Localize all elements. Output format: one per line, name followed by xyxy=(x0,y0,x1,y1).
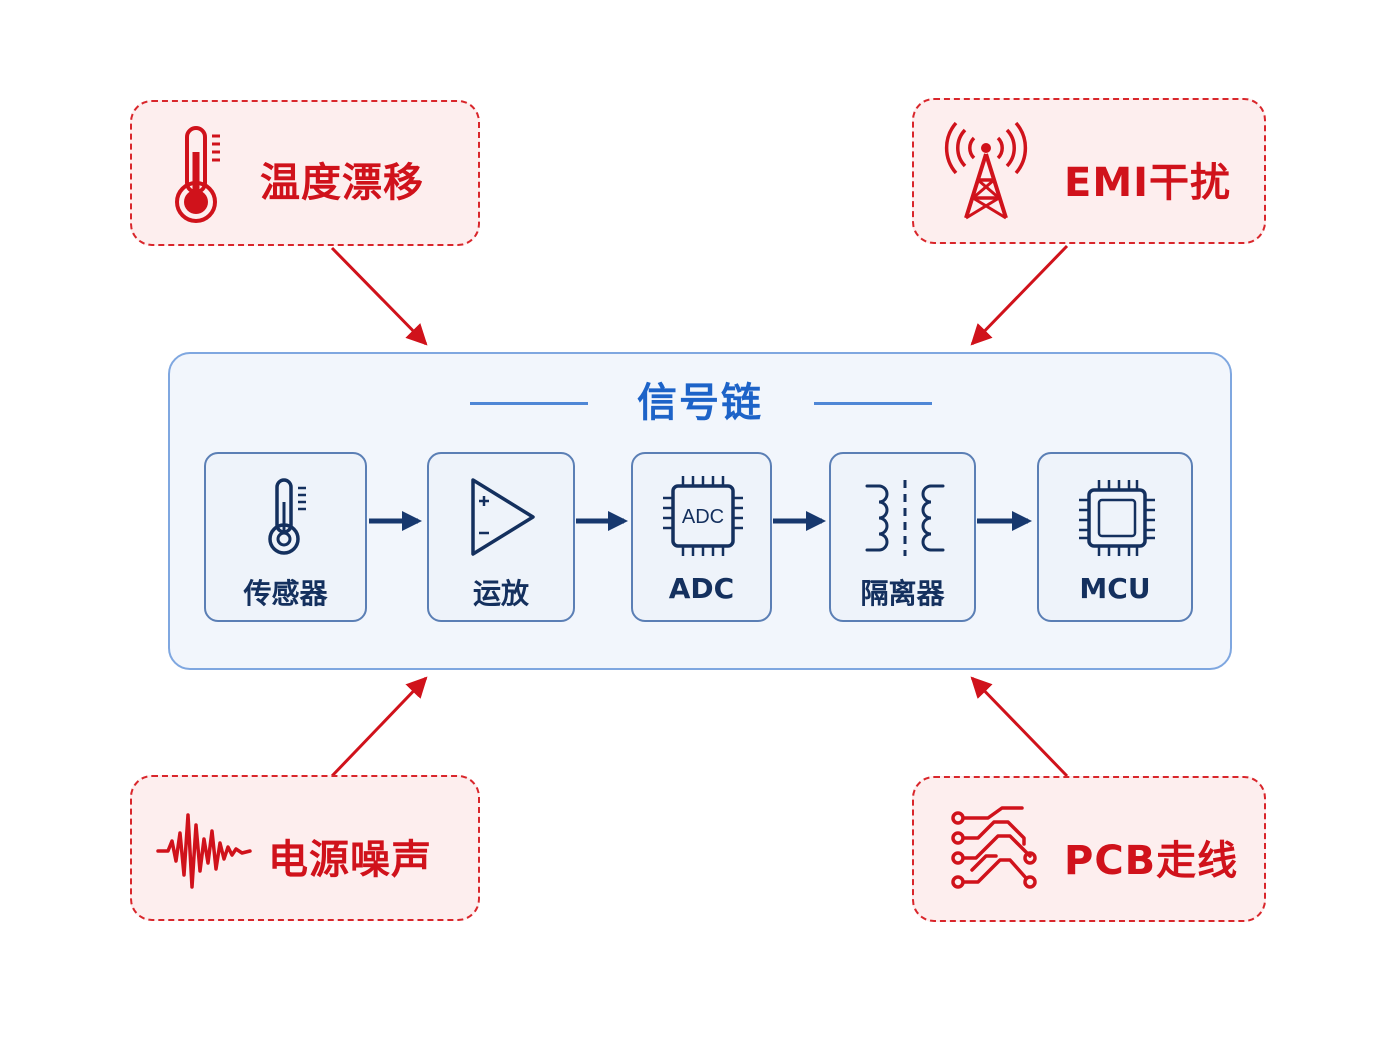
stage-label: 运放 xyxy=(472,577,529,610)
noise-waveform-icon xyxy=(156,813,252,889)
stage-label: MCU xyxy=(1079,572,1151,605)
stage-sensor: 传感器 xyxy=(204,452,367,622)
transformer-icon xyxy=(865,480,945,556)
pcb-arrow xyxy=(970,676,1069,778)
factor-temperature-drift: 温度漂移 xyxy=(130,100,480,246)
stage-label: 隔离器 xyxy=(860,577,945,610)
signal-chain-title: 信号链 xyxy=(637,380,763,426)
power-noise-arrow xyxy=(330,676,428,778)
stage-label: ADC xyxy=(668,572,735,605)
adc-chip-text: ADC xyxy=(682,506,724,528)
thermometer-icon xyxy=(175,126,220,223)
title-rule-right xyxy=(814,402,932,405)
stage-adc: ADC ADC xyxy=(631,452,772,622)
title-rule-left xyxy=(470,402,588,405)
factor-label: 温度漂移 xyxy=(260,160,424,206)
factor-label: PCB走线 xyxy=(1064,838,1239,884)
thermometer-icon xyxy=(268,478,306,555)
stage-mcu: MCU xyxy=(1037,452,1193,622)
temperature-arrow xyxy=(330,246,428,346)
stage-op-amp: 运放 xyxy=(427,452,575,622)
factor-pcb-traces: PCB走线 xyxy=(912,776,1266,922)
factor-label: 电源噪声 xyxy=(268,837,432,883)
stage-isolator: 隔离器 xyxy=(829,452,976,622)
stage-label: 传感器 xyxy=(243,577,328,610)
factor-power-noise: 电源噪声 xyxy=(130,775,480,921)
microcontroller-chip-icon xyxy=(1079,480,1155,556)
emi-arrow xyxy=(970,244,1069,346)
adc-chip-icon: ADC xyxy=(663,476,743,556)
op-amp-icon xyxy=(471,478,535,556)
factor-label: EMI干扰 xyxy=(1064,160,1232,206)
circuit-traces-icon xyxy=(951,806,1037,889)
factor-emi-interference: EMI干扰 xyxy=(912,98,1266,244)
radio-tower-icon xyxy=(944,121,1028,220)
